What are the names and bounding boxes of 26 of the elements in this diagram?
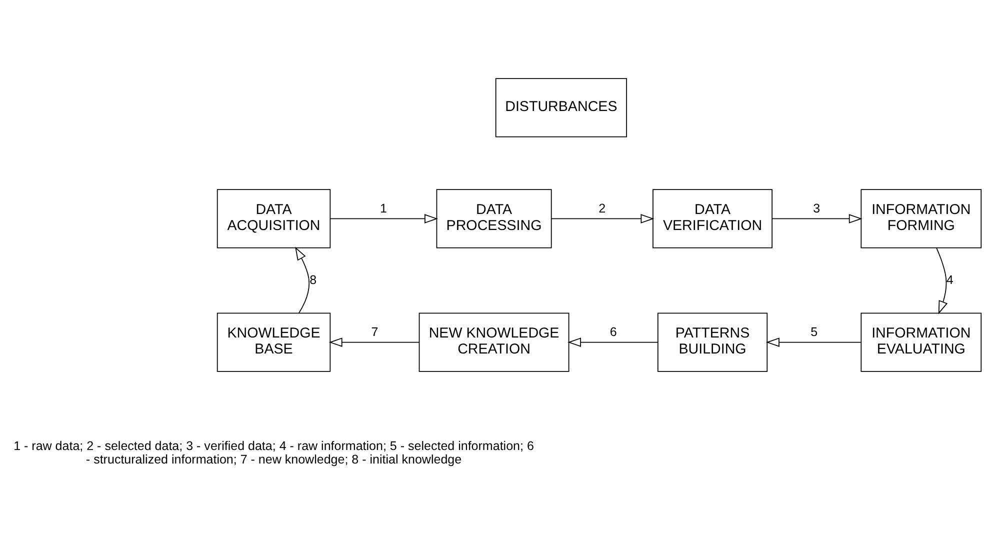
node-box: INFORMATION EVALUATING [860, 312, 982, 372]
node-box: NEW KNOWLEDGE CREATION [418, 312, 570, 372]
edge-label: 6 [610, 324, 617, 339]
edge-label: 5 [810, 324, 818, 339]
arrow [772, 214, 862, 223]
edge-label: 2 [598, 201, 606, 216]
node-box: KNOWLEDGE BASE [216, 312, 331, 372]
edge-label: 4 [946, 272, 954, 286]
node-box: DATA PROCESSING [436, 188, 552, 248]
arrow [766, 337, 862, 346]
edge-label: 1 [380, 201, 387, 216]
edge-label: 3 [813, 201, 820, 216]
label: 1 - raw data; 2 - selected data; 3 - verified data; 4 - raw information; 5 - selected information; 6 - structuralized information; 7 - new knowledge; 8 - initial knowledge [14, 438, 534, 466]
node-box: DISTURBANCES [495, 78, 627, 137]
arrow [936, 247, 948, 314]
arrow [568, 337, 658, 346]
node-box: INFORMATION FORMING [860, 188, 982, 248]
arrow [295, 246, 310, 314]
node-box: DATA VERIFICATION [652, 188, 773, 248]
edge-label: 7 [371, 324, 378, 339]
arrow [330, 214, 438, 223]
arrow [328, 337, 420, 346]
node-box: PATTERNS BUILDING [657, 312, 768, 372]
edge-label: 8 [310, 272, 317, 286]
arrow [551, 214, 654, 223]
node-box: DATA ACQUISITION [216, 188, 331, 248]
